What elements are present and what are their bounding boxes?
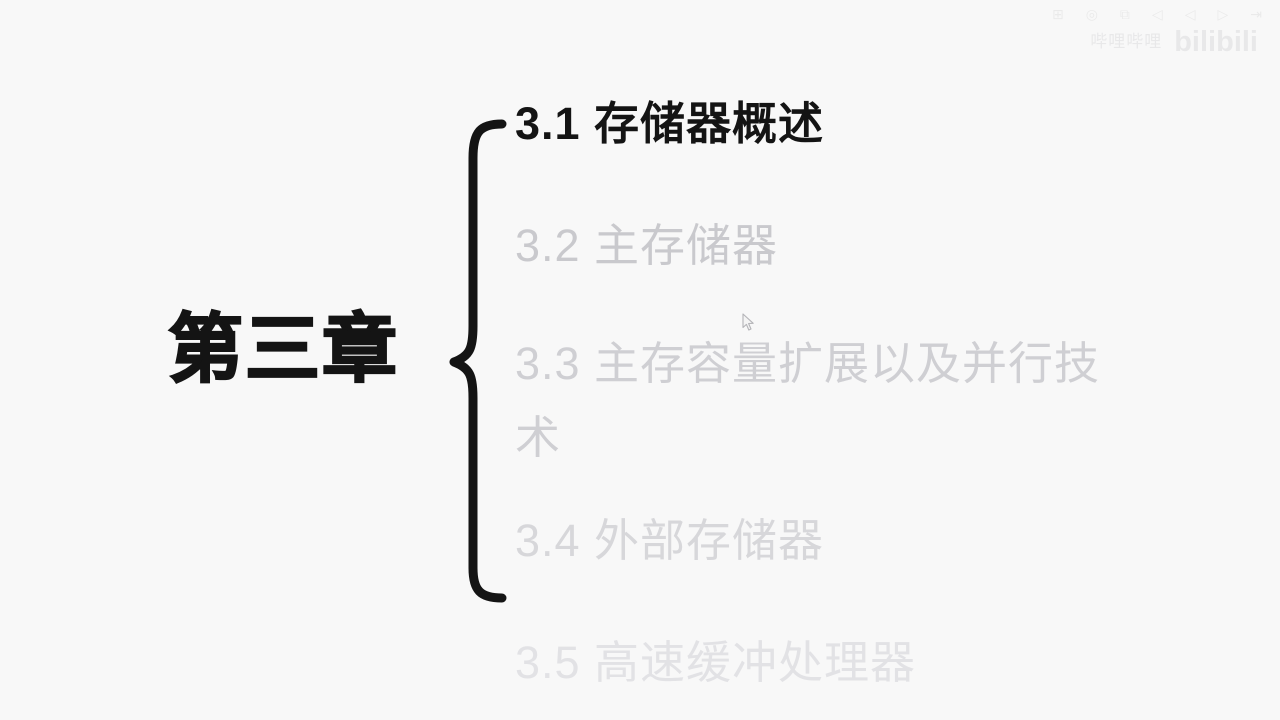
faint-overlay-icon: ◁ xyxy=(1184,6,1196,22)
section-item-3-1: 3.1 存储器概述 xyxy=(515,98,825,149)
faint-overlay-icon: ⧉ xyxy=(1119,6,1130,22)
faint-overlay-icon: ⊞ xyxy=(1051,6,1064,22)
section-item-3-4: 3.4 外部存储器 xyxy=(515,515,825,566)
curly-brace xyxy=(440,110,520,610)
faint-overlay-icon: ⇥ xyxy=(1250,6,1262,22)
bilibili-logo: bilibili xyxy=(1174,26,1258,58)
curly-brace-glyph xyxy=(449,119,507,603)
bilibili-watermark: 哔哩哔哩 bilibili xyxy=(1090,26,1258,59)
faint-overlay-toolbar: ⊞ ◎ ⧉ ◁ ◁ ▷ ⇥ xyxy=(1052,6,1262,23)
section-item-3-3: 3.3 主存容量扩展以及并行技术 xyxy=(515,338,1101,463)
chapter-title: 第三章 xyxy=(167,307,400,391)
mouse-cursor-glyph xyxy=(742,313,754,331)
faint-overlay-icon: ◁ xyxy=(1151,6,1163,22)
watermark-uploader-text: 哔哩哔哩 xyxy=(1090,32,1163,52)
section-item-3-2: 3.2 主存储器 xyxy=(515,220,779,271)
faint-overlay-icon: ◎ xyxy=(1085,6,1098,22)
mouse-cursor-icon xyxy=(742,313,755,332)
section-item-3-5: 3.5 高速缓冲处理器 xyxy=(515,637,917,688)
faint-overlay-icon: ▷ xyxy=(1217,6,1229,22)
